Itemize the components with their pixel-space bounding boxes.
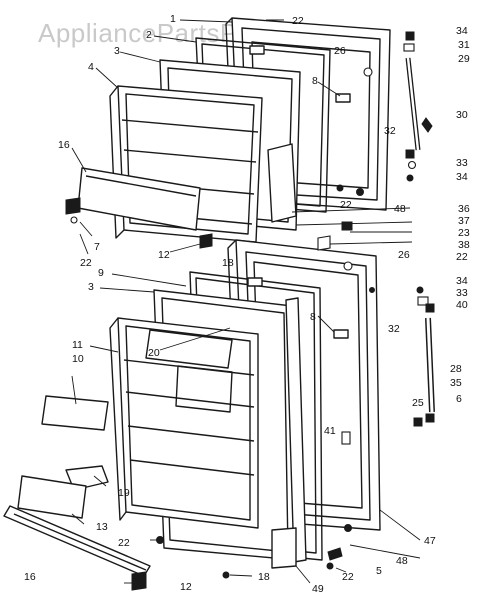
callout-label: 32 [384,125,396,137]
door-shelf-bar-lower [17,475,87,519]
callout-label: 41 [324,425,336,437]
callout-label: 25 [412,397,424,409]
callout-label: 19 [118,487,130,499]
callout-label: 18 [258,571,270,583]
callout-label: 7 [94,241,100,253]
callout-label: 13 [96,521,108,533]
freezer-hinge-pin [199,233,213,249]
callout-label: 8 [310,311,316,323]
callout-label: 9 [98,267,104,279]
freezer-lower-hinge [65,197,81,215]
callout-label: 37 [458,215,470,227]
dairy-compartment-door [145,329,233,369]
callout-label: 36 [458,203,470,215]
callout-label: 31 [458,39,470,51]
callout-label: 35 [450,377,462,389]
callout-label: 22 [292,15,304,27]
callout-label: 33 [456,157,468,169]
callout-label: 38 [458,239,470,251]
callout-label: 8 [312,75,318,87]
leader-lines [71,19,421,584]
fresh-food-door-assembly [109,239,381,569]
callout-label: 1 [170,13,176,25]
callout-label: 48 [396,555,408,567]
freezer-door-handle [77,167,201,231]
callout-label: 11 [72,339,83,351]
callout-label: 28 [450,363,462,375]
callout-label: 18 [222,257,234,269]
callout-label: 49 [312,583,324,595]
callout-label: 20 [148,347,160,359]
callout-label: 16 [58,139,70,151]
callout-label: 22 [342,571,354,583]
callout-label: 26 [398,249,410,261]
freezer-door-assembly [109,17,391,243]
callout-label: 29 [458,53,470,65]
callout-labels: 1 2 22 34 31 26 3 29 4 8 30 32 16 33 34 … [24,13,470,595]
callout-label: 4 [88,61,94,73]
callout-label: 22 [340,199,352,211]
callout-label: 34 [456,275,468,287]
callout-label: 34 [456,171,468,183]
callout-label: 30 [456,109,468,121]
callout-label: 6 [456,393,462,405]
callout-label: 12 [158,249,170,261]
callout-label: 10 [72,353,84,365]
callout-label: 34 [456,25,468,37]
callout-label: 3 [114,45,120,57]
callout-label: 22 [118,537,130,549]
callout-label: 40 [456,299,468,311]
callout-label: 12 [180,581,192,593]
callout-label: 32 [388,323,400,335]
callout-label: 2 [146,29,152,41]
callout-label: 26 [334,45,346,57]
callout-label: 22 [80,257,92,269]
callout-label: 22 [456,251,468,263]
callout-label: 47 [424,535,436,547]
lower-door-hinge [131,571,147,591]
callout-label: 33 [456,287,468,299]
callout-label: 23 [458,227,470,239]
callout-label: 48 [394,203,406,215]
callout-label: 16 [24,571,36,583]
door-shelf-bar [41,395,109,431]
callout-label: 3 [88,281,94,293]
callout-label: 5 [376,565,382,577]
